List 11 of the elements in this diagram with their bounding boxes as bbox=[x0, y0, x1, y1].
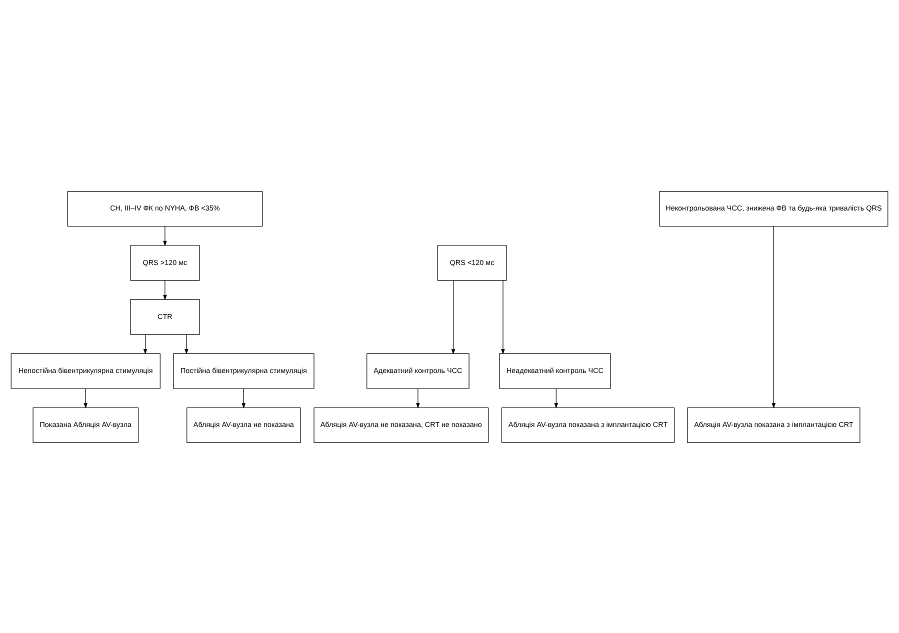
arrow bbox=[184, 334, 188, 354]
arrow bbox=[163, 280, 167, 300]
arrow bbox=[242, 388, 246, 408]
arrow bbox=[163, 226, 167, 246]
arrow bbox=[143, 334, 148, 354]
arrow bbox=[84, 388, 88, 408]
arrow bbox=[772, 226, 776, 408]
arrow bbox=[501, 280, 505, 354]
arrow bbox=[451, 280, 456, 354]
arrow bbox=[554, 388, 558, 408]
arrow bbox=[416, 388, 420, 408]
